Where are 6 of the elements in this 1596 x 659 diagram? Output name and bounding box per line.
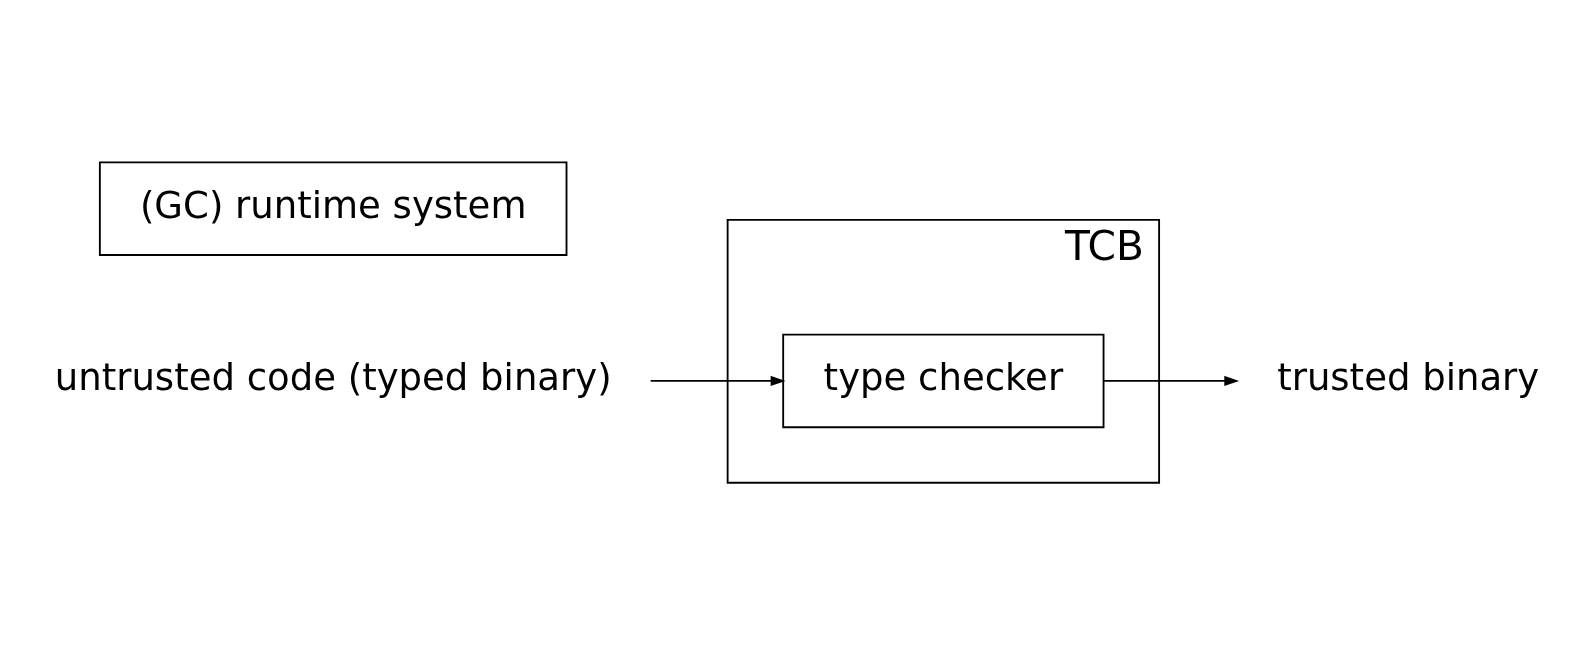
node-box: (GC) runtime system [98, 161, 568, 256]
node-text: trusted binary [1277, 355, 1540, 399]
node-box: type checker [782, 333, 1105, 428]
node-text: untrusted code (typed binary) [54, 355, 612, 399]
arrow [649, 375, 786, 386]
arrow [1103, 375, 1240, 386]
